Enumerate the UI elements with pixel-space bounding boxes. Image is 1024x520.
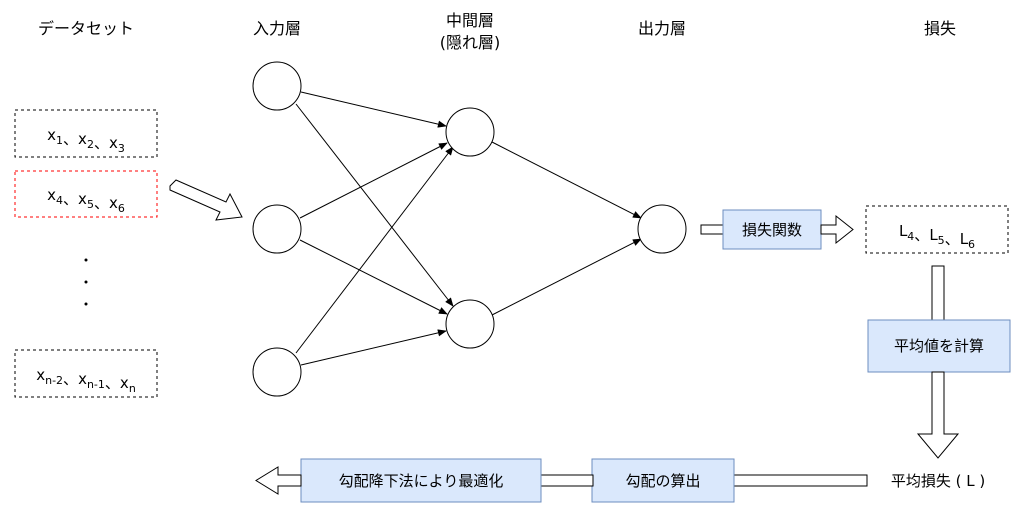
loss-subscript: 6	[968, 238, 975, 251]
input-node-2	[252, 204, 302, 254]
ellipsis-dot-3	[84, 302, 88, 306]
output-node	[637, 204, 687, 254]
batch-2-var: x	[78, 190, 87, 208]
loss-subscript: 4	[907, 230, 914, 243]
ellipsis-dot-1	[84, 258, 88, 262]
gradient-label: 勾配の算出	[625, 472, 700, 490]
batch-2-subscript: 6	[118, 202, 125, 215]
loss-separator: 、	[945, 230, 960, 248]
batch-3-var: x	[78, 370, 87, 388]
batch-2-subscript: 5	[87, 198, 94, 211]
losses-label: L4、L5、L6	[899, 222, 975, 251]
batch-2-subscript: 4	[56, 194, 63, 207]
mean-calc-label: 平均値を計算	[894, 337, 984, 355]
header-hidden-layer-sub: (隠れ層)	[440, 33, 501, 52]
batch-2-var: x	[47, 186, 56, 204]
edge-i1-h1	[300, 91, 447, 128]
batch-2-separator: 、	[63, 190, 78, 208]
hidden-node-2	[445, 299, 495, 349]
network-connections	[295, 91, 642, 366]
batch-1-subscript: 3	[118, 142, 125, 155]
optimizer-label: 勾配降下法により最適化	[339, 472, 504, 490]
link-mean-loss-to-gradient	[732, 474, 868, 487]
edge-i2-h2	[299, 239, 448, 315]
loss-var: L	[960, 230, 969, 248]
batch-3-subscript: n-2	[45, 374, 63, 387]
mean-loss-label: 平均損失 ( L )	[891, 472, 985, 490]
mean-calc-box	[867, 319, 1011, 373]
batch-label-1: x1、x2、x3	[47, 126, 125, 155]
edge-h1-o	[491, 141, 642, 219]
header-hidden-layer: 中間層	[446, 11, 494, 30]
header-output-layer: 出力層	[638, 19, 686, 38]
loss-var: L	[899, 222, 908, 240]
batch-label-3: xn-2、xn-1、xn	[36, 366, 136, 395]
batch-3-subscript: n	[129, 382, 136, 395]
hollow-arrow-to-losses	[820, 214, 854, 245]
edge-i3-h1	[295, 146, 454, 354]
link-losses-to-mean	[931, 265, 945, 322]
optimizer-box	[300, 458, 542, 503]
hollow-arrow-to-mean-loss	[916, 371, 960, 459]
gradient-box	[591, 458, 735, 503]
input-node-1	[252, 61, 302, 111]
batch-1-subscript: 1	[56, 134, 63, 147]
edge-i2-h1	[299, 142, 448, 219]
batch-1-separator: 、	[63, 130, 78, 148]
batch-1-separator: 、	[94, 134, 109, 152]
ellipsis-dot-2	[84, 280, 88, 284]
batch-3-var: x	[120, 374, 129, 392]
hollow-arrow-back-to-network	[255, 466, 302, 495]
hidden-node-1	[445, 107, 495, 157]
batch-2-separator: 、	[94, 194, 109, 212]
batch-1-subscript: 2	[87, 138, 94, 151]
input-node-3	[252, 347, 302, 397]
link-gradient-to-optimizer	[539, 474, 594, 487]
batch-1-var: x	[109, 134, 118, 152]
loss-subscript: 5	[938, 234, 945, 247]
batch-2-var: x	[109, 194, 118, 212]
edge-i3-h2	[300, 329, 447, 366]
header-loss: 損失	[924, 19, 956, 38]
batch-3-subscript: n-1	[87, 378, 105, 391]
hollow-arrow-batch-to-input	[169, 179, 243, 221]
header-dataset: データセット	[38, 19, 134, 38]
edge-h2-o	[491, 238, 642, 316]
batch-1-var: x	[78, 130, 87, 148]
batch-3-separator: 、	[105, 374, 120, 392]
loss-separator: 、	[914, 226, 929, 244]
edge-i1-h2	[295, 103, 454, 307]
header-input-layer: 入力層	[253, 19, 301, 38]
batch-1-var: x	[47, 126, 56, 144]
batch-label-2: x4、x5、x6	[47, 186, 125, 215]
loss-function-label: 損失関数	[742, 221, 802, 239]
loss-function-box	[722, 209, 822, 250]
link-output-to-loss-fn	[700, 224, 726, 235]
loss-var: L	[929, 226, 938, 244]
losses-box	[865, 205, 1009, 254]
batch-box-3	[14, 349, 158, 398]
batch-box-1	[14, 109, 158, 158]
batch-box-2-highlighted	[14, 170, 158, 218]
batch-3-separator: 、	[63, 370, 78, 388]
batch-3-var: x	[36, 366, 45, 384]
